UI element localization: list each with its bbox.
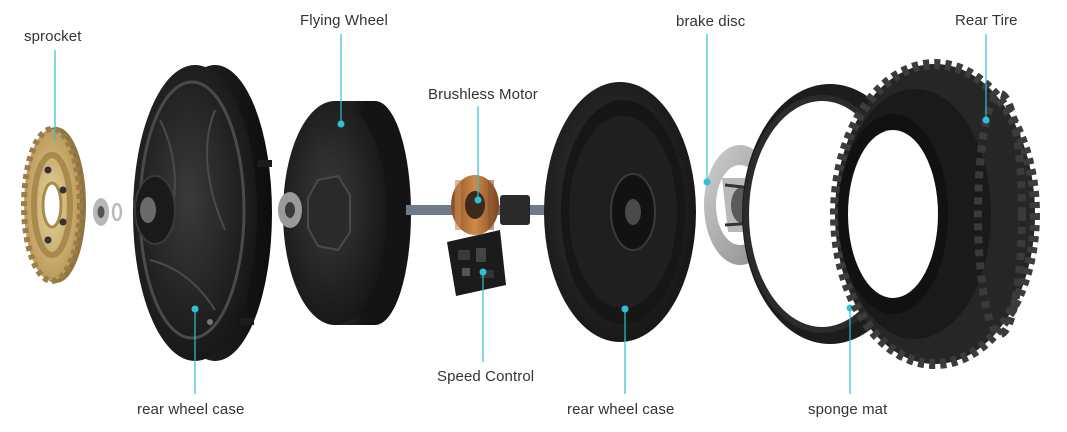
- brushless-motor-part: [406, 175, 546, 235]
- label-sprocket: sprocket: [24, 28, 82, 45]
- speed-control-part: [447, 230, 506, 296]
- sprocket-part: [21, 126, 86, 284]
- label-sponge-mat: sponge mat: [808, 401, 888, 418]
- label-speed-control: Speed Control: [437, 368, 535, 385]
- label-brushless-motor: Brushless Motor: [428, 86, 538, 103]
- rear-wheel-case-left-part: [133, 65, 272, 361]
- label-brake-disc: brake disc: [676, 13, 746, 30]
- label-rear-wheel-case-left: rear wheel case: [137, 401, 245, 418]
- rear-wheel-case-right-part: [544, 82, 696, 342]
- nut-washer-part: [93, 198, 123, 226]
- label-flying-wheel: Flying Wheel: [300, 12, 388, 29]
- label-rear-wheel-case-right: rear wheel case: [567, 401, 675, 418]
- flying-wheel-part: [278, 101, 411, 325]
- leader-lines: [54, 34, 987, 394]
- rear-tire-part: [830, 59, 1040, 369]
- label-rear-tire: Rear Tire: [955, 12, 1018, 29]
